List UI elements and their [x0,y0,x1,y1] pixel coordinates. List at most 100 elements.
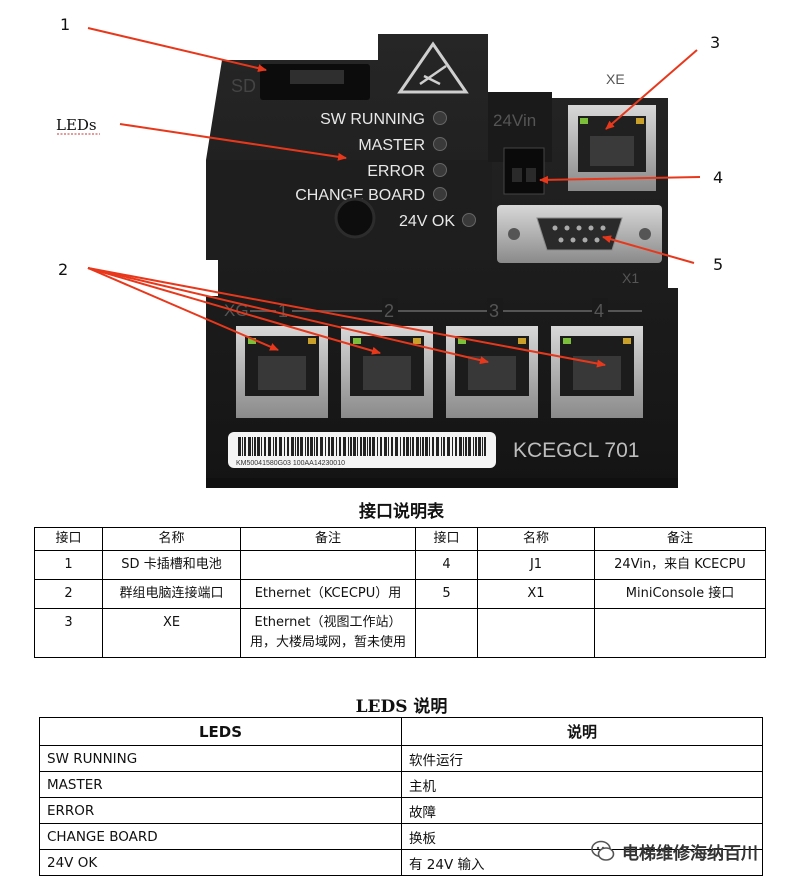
barcode-bar [295,437,296,456]
col-header: 接口 [415,527,478,551]
barcode-bar [395,437,398,456]
j1-power-connector [503,147,545,195]
barcode-bar [254,437,256,456]
barcode-bar [441,437,442,456]
led-label-error: ERROR [367,163,425,180]
table-cell: 24Vin，来自 KCECPU [594,550,766,580]
table-cell: MASTER [39,771,402,798]
reset-button [334,197,376,239]
barcode-bar [482,437,483,456]
wechat-icon [591,840,615,861]
col-header: 备注 [594,527,766,551]
table-cell: SW RUNNING [39,745,402,772]
xe-ethernet-port [568,105,656,191]
barcode-bar [377,437,378,456]
barcode-bar [367,437,368,456]
barcode-bar [360,437,362,456]
table-cell: Ethernet（视图工作站）用，大楼局域网，暂未使用 [240,608,416,658]
led-change-board [433,187,447,201]
barcode-bar [279,437,282,456]
xg-port-4 [551,326,643,418]
barcode-bar [380,437,382,456]
led-label-24v-ok: 24V OK [399,213,455,230]
table-cell: 4 [415,550,478,580]
table-row: 1 SD 卡插槽和电池 4 J1 24Vin，来自 KCECPU [34,550,766,580]
led-label-master: MASTER [358,137,425,154]
table-cell: ERROR [39,797,402,824]
col-header: LEDS [39,717,402,746]
led-24v-ok [462,213,476,227]
barcode-bar [400,437,401,456]
table-cell [477,608,595,658]
barcode-bar [305,437,306,456]
barcode-bar [264,437,266,456]
barcode-bar [310,437,313,456]
table-cell: 5 [415,579,478,609]
sd-label: SD [231,76,256,96]
xe-label: XE [606,71,625,87]
barcode-bar [447,437,450,456]
led-label-change-board: CHANGE BOARD [295,187,425,204]
barcode-bar [425,437,428,456]
barcode-bar [297,437,299,456]
barcode-bar [353,437,356,456]
barcode-bar [242,437,243,456]
xg-port-2 [341,326,433,418]
barcode-bar [463,437,464,456]
barcode-bar [403,437,405,456]
table-cell: J1 [477,550,595,580]
watermark-text: 电梯维修海纳百川 [622,843,758,864]
led-label-sw-running: SW RUNNING [320,111,425,128]
barcode-bar [328,437,330,456]
table-cell [594,608,766,658]
x1-label: X1 [622,270,639,286]
table-cell: XE [102,608,241,658]
led-panel: SW RUNNING MASTER ERROR CHANGE BOARD 24V… [295,111,476,230]
barcode-bar [372,437,375,456]
barcode-bar [252,437,253,456]
col-header: 名称 [477,527,595,551]
col-header: 说明 [401,717,763,746]
barcode-bar [331,437,334,456]
vin-label: 24Vin [493,111,536,130]
barcode-bar [357,437,358,456]
xg-port-3 [446,326,538,418]
table-cell: CHANGE BOARD [39,823,402,850]
barcode-bar [436,437,439,456]
barcode-bar [443,437,445,456]
col-header: 接口 [34,527,103,551]
barcode-bar [268,437,271,456]
table-cell: 主机 [401,771,763,798]
barcode-bar [432,437,434,456]
table-cell: MiniConsole 接口 [594,579,766,609]
barcode-bar [391,437,393,456]
barcode-sticker: KM50041580G03 100AA14230010 [228,432,496,468]
barcode-bar [452,437,453,456]
barcode-bar [348,437,349,456]
table-cell: Ethernet（KCECPU）用 [240,579,416,609]
port-number-1: 1 [278,301,288,321]
table-cell [240,550,416,580]
barcode-bar [336,437,337,456]
barcode-bar [314,437,315,456]
table-row: 3 XE Ethernet（视图工作站）用，大楼局域网，暂未使用 [34,608,766,658]
barcode-bar [284,437,285,456]
table-header-row: LEDS 说明 [39,717,763,746]
barcode-bar [406,437,409,456]
callout-arrows [87,27,701,368]
barcode-bar [455,437,457,456]
barcode-bar [275,437,277,456]
barcode-bar [287,437,289,456]
col-header: 名称 [102,527,241,551]
table-cell: 故障 [401,797,763,824]
barcode-bar [244,437,246,456]
interface-table: 接口 名称 备注 接口 名称 备注 1 SD 卡插槽和电池 4 J1 24Vin… [34,527,766,658]
barcode-bar [384,437,387,456]
table-cell: 3 [34,608,103,658]
barcode-bar [478,437,481,456]
col-header: 备注 [240,527,416,551]
barcode-bar [339,437,341,456]
